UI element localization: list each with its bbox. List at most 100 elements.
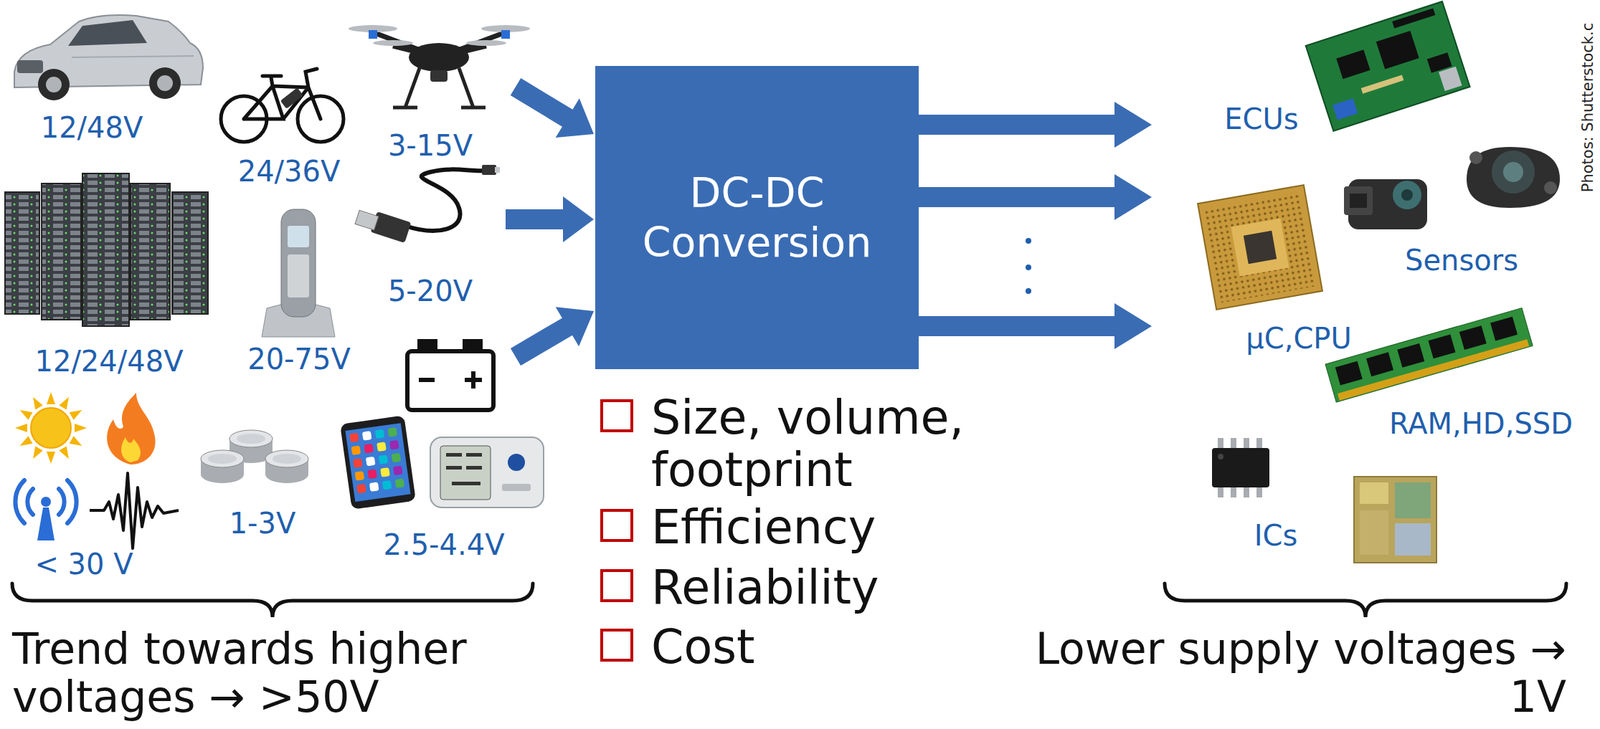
car-illustration — [14, 15, 203, 101]
server-racks — [130, 183, 170, 320]
app-icon — [369, 481, 380, 492]
sun-ray — [69, 406, 85, 421]
device-label: ICs — [1254, 519, 1299, 553]
ellipsis-dots — [1025, 288, 1032, 295]
sensor-parts — [1343, 147, 1560, 230]
chip-die — [1394, 523, 1431, 556]
app-icon — [395, 478, 406, 489]
coin-cells — [265, 466, 309, 484]
sun-ray — [46, 392, 56, 405]
voltage-label: 20-75V — [247, 343, 351, 376]
flame-icon — [106, 393, 155, 465]
ram-module — [1325, 308, 1533, 403]
app-icon — [382, 480, 393, 491]
sun-ray — [15, 423, 28, 433]
sensor-parts — [1544, 181, 1557, 195]
cordless-phone — [281, 209, 316, 317]
app-icon — [354, 471, 366, 482]
ic-pin — [1230, 487, 1237, 498]
voltage-label: 3-15V — [387, 129, 473, 163]
checkbox — [601, 510, 632, 541]
sun-ray — [69, 436, 85, 450]
coin-cells — [200, 450, 244, 484]
bp-monitor — [466, 466, 482, 470]
chip-die — [1359, 482, 1389, 505]
sun-ray — [29, 395, 44, 411]
sensor-parts — [1491, 150, 1535, 194]
app-icon — [363, 443, 374, 454]
caption-text: Trend towards higher voltages → >50V — [12, 625, 558, 722]
bp-monitor — [451, 481, 481, 486]
ebike-illustration — [280, 87, 304, 110]
app-icon — [349, 433, 360, 444]
ellipsis-dots — [1025, 238, 1032, 295]
ic-pin — [1243, 438, 1250, 449]
app-icon — [356, 484, 367, 495]
chip-die — [1359, 510, 1389, 556]
ic-pin — [1256, 487, 1263, 498]
ram-module — [1325, 308, 1533, 403]
ic-package — [1212, 448, 1270, 488]
car-illustration — [71, 55, 194, 58]
app-icon — [365, 456, 376, 467]
server-racks — [5, 173, 208, 327]
app-icon — [378, 454, 389, 465]
bp-monitor — [446, 466, 462, 470]
coin-cells — [207, 453, 237, 465]
ic-package — [1212, 438, 1270, 498]
sensor-parts — [1401, 189, 1413, 201]
car-illustration — [157, 75, 173, 92]
coin-cells — [265, 450, 309, 468]
flame-icon — [106, 393, 155, 465]
app-icon — [391, 453, 402, 464]
drone-illustration — [466, 40, 507, 46]
ebike-illustration — [220, 68, 344, 142]
ecu-board — [1305, 1, 1471, 132]
battery-symbol — [407, 351, 494, 411]
usb-cable — [354, 210, 379, 231]
vibration-waveform — [89, 473, 179, 549]
coin-cells — [265, 450, 309, 484]
chip-die — [1354, 476, 1437, 563]
drone-illustration — [430, 70, 448, 82]
ecu-board — [1332, 98, 1358, 120]
sensor-parts — [1343, 186, 1373, 216]
bp-monitor — [466, 453, 482, 457]
device-label: ECUs — [1224, 103, 1299, 136]
sun-ray — [46, 451, 56, 465]
usb-cable — [405, 169, 485, 231]
memory-chip — [1428, 334, 1456, 360]
checklist-item: Reliability — [651, 562, 1053, 615]
drone-illustration — [501, 30, 510, 39]
cpu-chip — [1204, 191, 1316, 303]
car-illustration — [45, 76, 62, 93]
bp-monitor — [446, 453, 462, 457]
ellipsis-dots — [1025, 264, 1032, 271]
drone-illustration — [348, 25, 530, 108]
coin-cells — [229, 430, 273, 448]
bp-monitor — [440, 446, 491, 500]
drone-illustration — [408, 43, 470, 72]
usb-cable — [354, 164, 500, 244]
cordless-phone — [287, 225, 310, 248]
sun-ray — [29, 446, 44, 462]
checklist-item: Size, volume, footprint — [651, 392, 1053, 497]
voltage-label: 12/24/48V — [34, 345, 183, 378]
voltage-label: 5-20V — [387, 275, 473, 308]
sun-ray — [58, 395, 73, 411]
server-racks — [41, 183, 82, 320]
smartphone — [344, 423, 411, 503]
sun-ray — [17, 436, 33, 450]
ecu-board — [1305, 1, 1471, 132]
drone-illustration — [372, 40, 414, 46]
sun-icon — [15, 392, 87, 465]
photo-credit: Photos: Shutterstock.c — [1580, 22, 1596, 193]
memory-chip — [1366, 352, 1394, 377]
cordless-phone — [287, 254, 310, 298]
device-label: µC,CPU — [1245, 322, 1352, 355]
flow-arrow — [918, 101, 1152, 148]
memory-chip — [1490, 316, 1518, 342]
antenna-icon — [40, 496, 51, 508]
car-illustration — [38, 68, 70, 101]
